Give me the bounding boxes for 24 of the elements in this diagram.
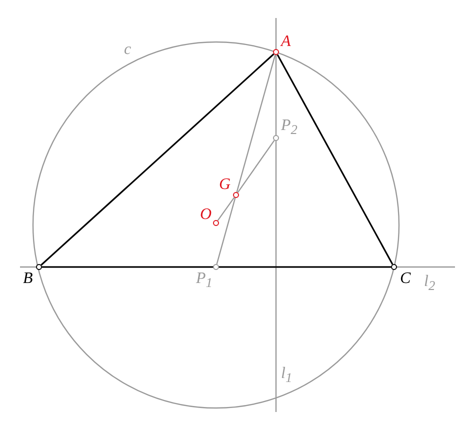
point-marker (36, 264, 42, 270)
point-marker (273, 135, 279, 141)
point-label: A (281, 34, 291, 50)
point-label: P$_{1}$ (196, 271, 212, 292)
point-marker (213, 264, 219, 270)
point-label: P$_{2}$ (281, 118, 298, 138)
point-label: B (23, 271, 33, 287)
line-label: l$_{1}$ (281, 366, 292, 386)
line-segment (217, 197, 235, 221)
line-segment (276, 54, 394, 265)
circle-label: c (124, 42, 132, 58)
line-segment (236, 54, 276, 192)
point-marker (233, 192, 239, 198)
point-label: O (200, 207, 212, 223)
line-segment (237, 140, 275, 193)
point-label: C (400, 271, 411, 287)
point-marker (213, 220, 219, 226)
line-label: l$_{2}$ (424, 274, 436, 294)
point-marker (391, 264, 397, 270)
line-segment (42, 266, 391, 268)
point-marker (273, 49, 279, 55)
point-label: G (219, 177, 231, 193)
line-segment (40, 53, 274, 266)
line-segment (216, 198, 236, 264)
